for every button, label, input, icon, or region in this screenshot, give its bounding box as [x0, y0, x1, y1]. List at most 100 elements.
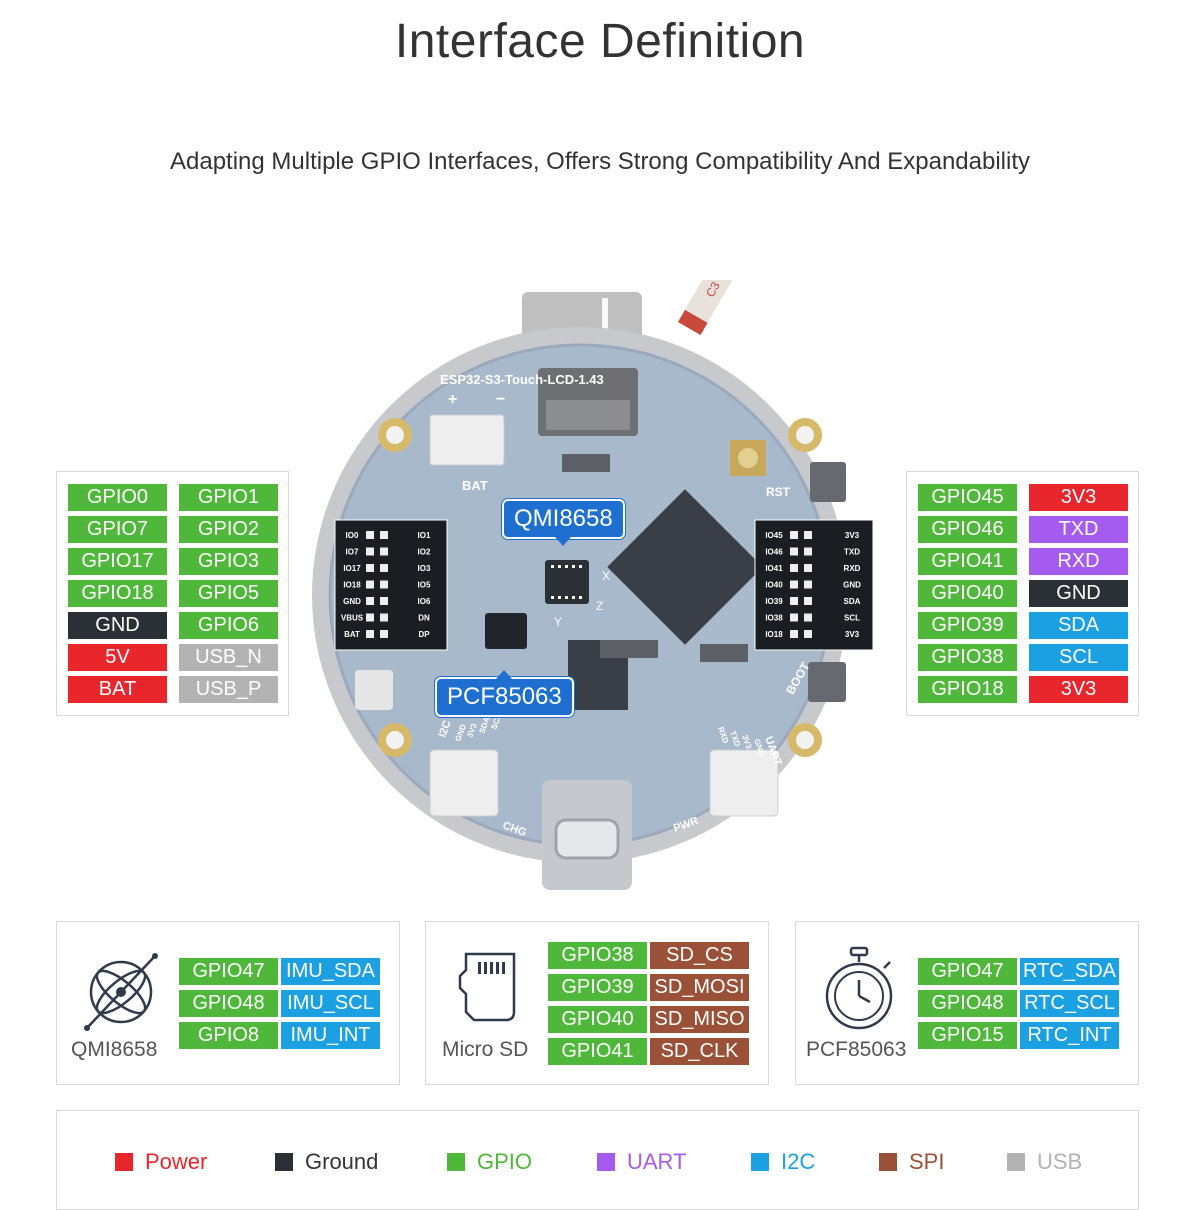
- pin-gpio17: GPIO17: [68, 548, 167, 575]
- mount-hole-tl: [378, 418, 412, 452]
- legend-item-gpio: GPIO: [447, 1149, 532, 1175]
- header-pin-label: VBUS: [341, 614, 364, 623]
- pin-gpio38: GPIO38: [548, 942, 647, 969]
- header-pin-label: GND: [843, 581, 861, 590]
- legend-label: Power: [145, 1149, 208, 1174]
- mount-hole-br: [788, 723, 822, 757]
- pin-imu-sda: IMU_SDA: [281, 958, 380, 985]
- sd-card-icon: [458, 952, 516, 1022]
- pin-usb-n: USB_N: [179, 644, 278, 671]
- pin-gpio1: GPIO1: [179, 484, 278, 511]
- mcu-chip: [607, 489, 763, 645]
- header-pin-label: IO7: [346, 548, 359, 557]
- header-pin-label: IO1: [418, 531, 431, 540]
- capacitor-c3: C3: [678, 280, 736, 335]
- battery-connector: [429, 414, 505, 466]
- legend-label: UART: [627, 1149, 687, 1174]
- pin-gpio2: GPIO2: [179, 516, 278, 543]
- header-pin-label: IO18: [765, 630, 783, 639]
- i2c-label: I2C: [437, 719, 454, 739]
- pin-imu-scl: IMU_SCL: [281, 990, 380, 1017]
- pin-sd-clk: SD_CLK: [650, 1038, 749, 1065]
- gyroscope-icon: [84, 953, 158, 1031]
- uart-connector: [709, 749, 779, 817]
- header-pin-label: SCL: [844, 614, 860, 623]
- header-pin-label: SDA: [844, 597, 861, 606]
- legend-label: SPI: [909, 1149, 945, 1174]
- pin-gpio40: GPIO40: [548, 1006, 647, 1033]
- pin-gpio47: GPIO47: [179, 958, 278, 985]
- boot-button: [808, 662, 846, 702]
- stopwatch-icon: [825, 946, 893, 1030]
- axis-y-label: Y: [554, 615, 562, 629]
- pin-gpio18: GPIO18: [68, 580, 167, 607]
- pin-5v: 5V: [68, 644, 167, 671]
- header-pin-label: IO40: [765, 581, 783, 590]
- header-pin-label: TXD: [844, 548, 860, 557]
- card-name: PCF85063: [806, 1038, 907, 1061]
- battery-plus-label: +: [448, 391, 457, 408]
- legend-swatch: [597, 1153, 615, 1171]
- header-pin-label: 3V3: [845, 531, 860, 540]
- pin-3v3: 3V3: [1029, 676, 1128, 703]
- pin-scl: SCL: [1029, 644, 1128, 671]
- board-illustration: ESP32-S3-Touch-LCD-1.43 + − BAT C3 RST B…: [312, 280, 874, 890]
- small-connector-left: [355, 670, 393, 710]
- usb-c-port: [554, 818, 620, 860]
- pin-gpio48: GPIO48: [918, 990, 1017, 1017]
- left-pin-header: [334, 519, 448, 651]
- small-header-top: [562, 454, 610, 472]
- legend-swatch: [275, 1153, 293, 1171]
- mount-hole-bl: [378, 723, 412, 757]
- pin-3v3: 3V3: [1029, 484, 1128, 511]
- header-pin-label: IO0: [346, 531, 359, 540]
- legend-swatch: [879, 1153, 897, 1171]
- pin-sd-mosi: SD_MOSI: [650, 974, 749, 1001]
- header-pin-label: BAT: [344, 630, 360, 639]
- pin-gpio46: GPIO46: [918, 516, 1017, 543]
- rst-label: RST: [766, 485, 791, 499]
- header-pin-label: IO5: [418, 581, 431, 590]
- header-pin-label: RXD: [844, 564, 861, 573]
- pin-gpio41: GPIO41: [918, 548, 1017, 575]
- header-pin-label: GND: [343, 597, 361, 606]
- pin-rtc-scl: RTC_SCL: [1020, 990, 1119, 1017]
- header-pin-label: IO39: [765, 597, 783, 606]
- pin-gpio40: GPIO40: [918, 580, 1017, 607]
- pin-gpio45: GPIO45: [918, 484, 1017, 511]
- legend-item-usb: USB: [1007, 1149, 1082, 1175]
- pin-gpio39: GPIO39: [918, 612, 1017, 639]
- small-header-mid: [600, 640, 658, 658]
- header-pin-label: IO41: [765, 564, 783, 573]
- battery-minus-label: −: [496, 391, 505, 408]
- pin-gpio47: GPIO47: [918, 958, 1017, 985]
- pin-gpio7: GPIO7: [68, 516, 167, 543]
- axis-z-label: Z: [596, 599, 603, 613]
- pin-sd-cs: SD_CS: [650, 942, 749, 969]
- card-name: Micro SD: [442, 1038, 529, 1061]
- pin-gpio15: GPIO15: [918, 1022, 1017, 1049]
- legend-label: USB: [1037, 1149, 1083, 1174]
- header-pin-label: IO46: [765, 548, 783, 557]
- legend-swatch: [115, 1153, 133, 1171]
- right-pin-header: [754, 519, 874, 651]
- pin-gpio18: GPIO18: [918, 676, 1017, 703]
- header-pin-label: DN: [418, 614, 430, 623]
- pin-gnd: GND: [68, 612, 167, 639]
- page-subtitle: Adapting Multiple GPIO Interfaces, Offer…: [170, 148, 1030, 175]
- legend-swatch: [751, 1153, 769, 1171]
- legend-swatch: [1007, 1153, 1025, 1171]
- header-pin-label: IO2: [418, 548, 431, 557]
- header-pin-label: IO6: [418, 597, 431, 606]
- i2c-connector: [429, 749, 499, 817]
- pin-gpio39: GPIO39: [548, 974, 647, 1001]
- board-label: ESP32-S3-Touch-LCD-1.43: [440, 372, 604, 387]
- header-pin-label: IO3: [418, 564, 431, 573]
- pin-rtc-sda: RTC_SDA: [1020, 958, 1119, 985]
